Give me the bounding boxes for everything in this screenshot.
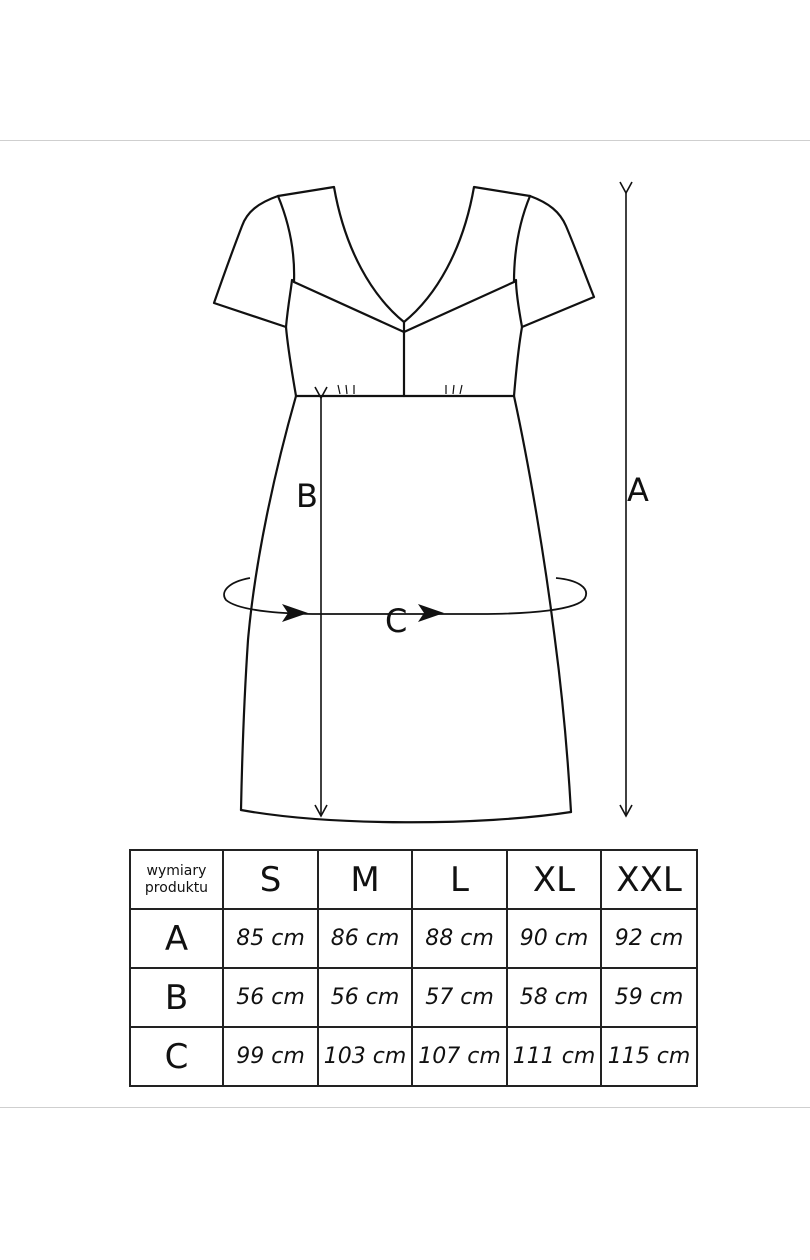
cell-c-s: 99 cm xyxy=(222,1026,319,1087)
dimension-c-arrowheads xyxy=(282,604,444,622)
cell-c-xl: 111 cm xyxy=(506,1026,602,1087)
cell-b-l: 57 cm xyxy=(411,967,508,1028)
dimension-label-b: B xyxy=(296,477,318,515)
size-header-xxl: XXL xyxy=(600,849,698,910)
left-skirt-side xyxy=(239,394,298,812)
size-header-xl: XL xyxy=(506,849,602,910)
cell-b-s: 56 cm xyxy=(222,967,319,1028)
dimension-label-c: C xyxy=(385,602,408,640)
size-header-s: S xyxy=(222,849,319,910)
size-chart-table: wymiary produktu S M L XL XXL A 85 cm 86… xyxy=(129,849,698,1087)
cell-c-xxl: 115 cm xyxy=(600,1026,698,1087)
dress-outline xyxy=(212,185,596,824)
cell-b-xl: 58 cm xyxy=(506,967,602,1028)
table-row-a: A 85 cm 86 cm 88 cm 90 cm 92 cm xyxy=(129,908,698,969)
cell-a-s: 85 cm xyxy=(222,908,319,969)
left-bodice-side xyxy=(284,325,298,398)
size-header-m: M xyxy=(317,849,413,910)
dimension-c-loop xyxy=(223,577,587,615)
table-row-b: B 56 cm 56 cm 57 cm 58 cm 59 cm xyxy=(129,967,698,1028)
corner-label-line2: produktu xyxy=(144,879,209,896)
right-skirt-side xyxy=(512,394,573,814)
row-label-a: A xyxy=(129,908,224,969)
cell-c-m: 103 cm xyxy=(317,1026,413,1087)
cell-a-xxl: 92 cm xyxy=(600,908,698,969)
top-divider xyxy=(0,140,810,141)
dimension-label-a: A xyxy=(627,471,649,509)
table-header-row: wymiary produktu S M L XL XXL xyxy=(129,849,698,910)
hem xyxy=(239,808,573,824)
bottom-divider xyxy=(0,1107,810,1108)
cell-a-xl: 90 cm xyxy=(506,908,602,969)
corner-label-line1: wymiary xyxy=(146,862,207,879)
right-bodice-side xyxy=(512,325,524,398)
right-strap-seam xyxy=(512,194,532,284)
gather-marks xyxy=(337,384,463,395)
size-header-l: L xyxy=(411,849,508,910)
corner-header: wymiary produktu xyxy=(129,849,224,910)
left-sleeve xyxy=(212,194,294,329)
row-label-b: B xyxy=(129,967,224,1028)
neckline xyxy=(276,185,532,324)
left-strap-seam xyxy=(276,194,296,284)
cell-c-l: 107 cm xyxy=(411,1026,508,1087)
cell-b-xxl: 59 cm xyxy=(600,967,698,1028)
right-sleeve xyxy=(514,194,596,329)
table-row-c: C 99 cm 103 cm 107 cm 111 cm 115 cm xyxy=(129,1026,698,1087)
cell-a-m: 86 cm xyxy=(317,908,413,969)
cell-a-l: 88 cm xyxy=(411,908,508,969)
cell-b-m: 56 cm xyxy=(317,967,413,1028)
row-label-c: C xyxy=(129,1026,224,1087)
